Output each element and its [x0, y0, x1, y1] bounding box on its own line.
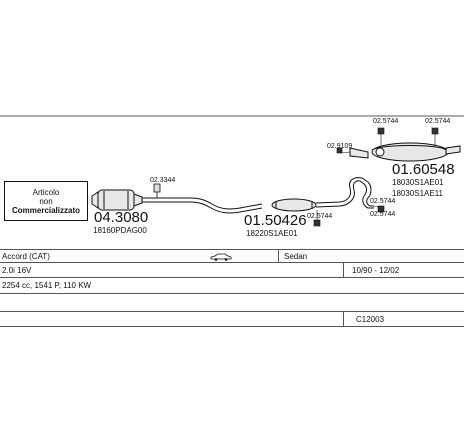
rubber-mount: [313, 127, 439, 227]
notice-line: Commercializzato: [11, 205, 81, 215]
table-vline: [343, 262, 344, 277]
rear-silencer[interactable]: [349, 142, 461, 162]
table-vline: [278, 249, 279, 262]
vehicle-engine: 2.0i 16V: [2, 266, 32, 275]
small-ref: 02.5744: [425, 118, 450, 125]
not-sold-notice: Articolo non Commercializzato: [4, 181, 88, 221]
middle-silencer[interactable]: [271, 198, 317, 212]
table-divider: [0, 249, 464, 250]
front-pipe: [142, 197, 263, 214]
rear-pipe: [315, 177, 374, 209]
table-divider: [0, 326, 464, 327]
part-code-cat: 18160PDAG00: [93, 226, 147, 235]
small-ref: 02.5744: [370, 198, 395, 205]
vehicle-dates: 10/90 - 12/02: [352, 266, 400, 275]
clamp: [153, 183, 161, 198]
part-ref-cat: 04.3080: [94, 209, 148, 226]
hanger-leaders: [316, 134, 436, 220]
table-divider: [0, 311, 464, 312]
part-code-rear-2: 18030S1AE11: [392, 189, 444, 198]
vehicle-body: Sedan: [284, 252, 308, 261]
table-divider: [0, 293, 464, 294]
table-divider: [0, 277, 464, 278]
vehicle-model: Accord (CAT): [2, 252, 50, 261]
catalytic-converter[interactable]: [91, 189, 143, 211]
table-vline: [343, 311, 344, 326]
notice-line: non: [39, 196, 53, 206]
small-ref: 02.9109: [327, 143, 352, 150]
part-ref-rear: 01.60548: [392, 161, 455, 178]
part-code-rear: 18030S1AE01: [392, 178, 444, 187]
table-divider: [0, 262, 464, 263]
car-icon: [210, 253, 232, 261]
small-ref: 02.5744: [307, 213, 332, 220]
notice-line: Articolo: [32, 187, 60, 197]
part-ref-middle: 01.50426: [244, 212, 307, 229]
small-ref: 02.5744: [370, 211, 395, 218]
small-ref: 02.3344: [150, 177, 175, 184]
small-ref: 02.5744: [373, 118, 398, 125]
part-code-middle: 18220S1AE01: [246, 229, 298, 238]
vehicle-specs: 2254 cc, 1541 P, 110 KW: [2, 281, 92, 290]
vehicle-id: C12003: [356, 315, 385, 324]
